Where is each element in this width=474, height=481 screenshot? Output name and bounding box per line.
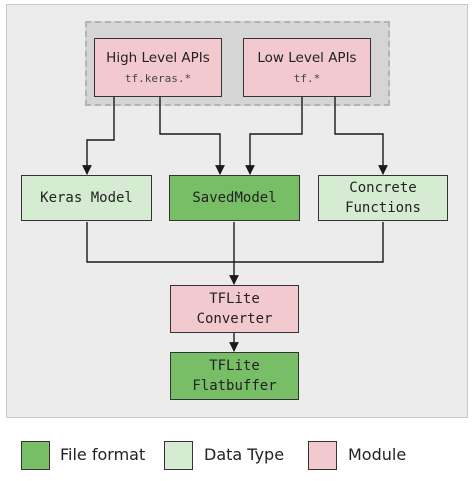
concrete-functions-line1: Concrete [349,180,417,196]
concrete-functions-line2: Functions [345,200,421,216]
edge-concrete-to-merge [234,222,384,263]
tflite-flatbuffer-node: TFLite Flatbuffer [170,352,299,400]
legend-swatch-file-format [21,441,50,470]
tflite-converter-node: TFLite Converter [170,285,299,333]
tflite-flatbuffer-line1: TFLite [209,358,260,374]
edge-highlevel-to-keras [82,96,115,175]
high-level-apis-node: High Level APIs tf.keras.* [94,38,222,97]
keras-model-label: Keras Model [40,190,133,206]
tflite-converter-line1: TFLite [209,291,260,307]
edge-lowlevel-to-concrete [334,96,388,175]
legend-swatch-data-type [164,441,193,470]
keras-model-node: Keras Model [21,175,152,221]
edge-highlevel-to-saved [159,96,225,175]
legend-swatch-module [308,441,337,470]
low-level-apis-subtitle: tf.* [293,72,321,85]
legend-label-file-format: File format [60,445,146,464]
high-level-apis-title: High Level APIs [106,50,210,66]
concrete-functions-node: Concrete Functions [318,175,448,221]
high-level-apis-subtitle: tf.keras.* [124,72,192,85]
edge-lowlevel-to-saved [245,96,303,175]
tflite-converter-line2: Converter [196,311,273,327]
legend-label-module: Module [348,445,407,464]
saved-model-node: SavedModel [169,175,300,221]
saved-model-label: SavedModel [192,190,277,206]
legend-label-data-type: Data Type [204,445,285,464]
low-level-apis-node: Low Level APIs tf.* [243,38,371,97]
low-level-apis-title: Low Level APIs [257,50,357,66]
edge-keras-to-merge [86,222,234,263]
tflite-flatbuffer-line2: Flatbuffer [192,378,277,394]
